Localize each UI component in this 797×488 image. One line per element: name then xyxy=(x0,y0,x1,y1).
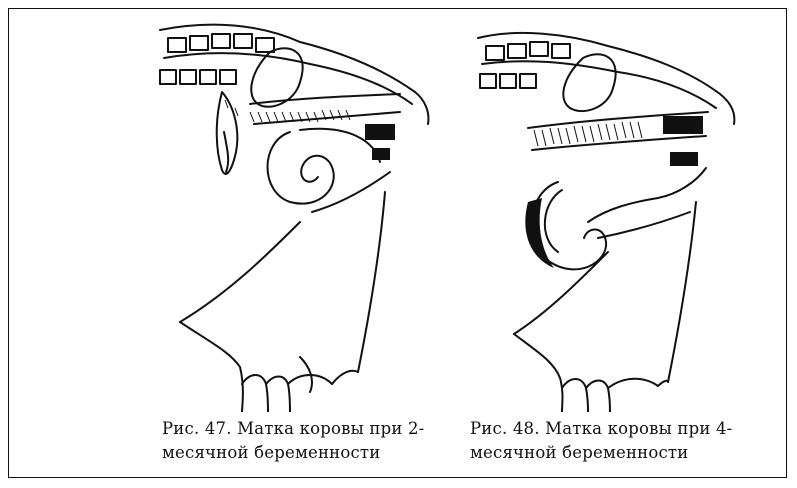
figure-48-caption: Рис. 48. Матка коровы при 4- месячной бе… xyxy=(470,417,770,465)
cow-uterus-2-month-illustration xyxy=(150,12,450,412)
figure-48: Рис. 48. Матка коровы при 4- месячной бе… xyxy=(458,12,758,472)
caption-line-1: Рис. 47. Матка коровы при 2- xyxy=(162,417,462,441)
caption-line-2: месячной беременности xyxy=(470,441,770,465)
caption-line-1: Рис. 48. Матка коровы при 4- xyxy=(470,417,770,441)
figure-47: Рис. 47. Матка коровы при 2- месячной бе… xyxy=(150,12,450,472)
caption-line-2: месячной беременности xyxy=(162,441,462,465)
figure-47-caption: Рис. 47. Матка коровы при 2- месячной бе… xyxy=(162,417,462,465)
cow-uterus-4-month-illustration xyxy=(458,12,758,412)
